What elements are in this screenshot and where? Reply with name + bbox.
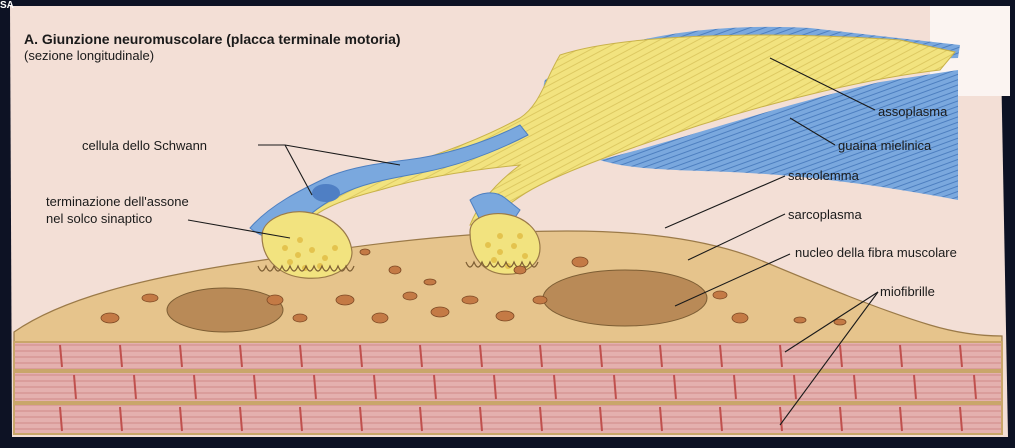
label-guaina-mielinica: guaina mielinica xyxy=(838,138,932,153)
label-sarcoplasma: sarcoplasma xyxy=(788,207,862,222)
myofibril-band xyxy=(14,404,1002,434)
label-cellula-schwann: cellula dello Schwann xyxy=(82,138,207,153)
label-terminazione-line2: nel solco sinaptico xyxy=(46,211,152,226)
label-assoplasma: assoplasma xyxy=(878,104,948,119)
muscle-nucleus-right xyxy=(543,270,707,326)
myofibrils xyxy=(14,342,1002,434)
label-terminazione-line1: terminazione dell'assone xyxy=(46,194,189,209)
corner-mark: SA xyxy=(0,0,26,12)
label-miofibrille: miofibrille xyxy=(880,284,935,299)
label-nucleo: nucleo della fibra muscolare xyxy=(795,245,957,260)
schwann-nucleus xyxy=(312,184,340,202)
label-sarcolemma: sarcolemma xyxy=(788,168,860,183)
muscle-nucleus-left xyxy=(167,288,283,332)
myofibril-band xyxy=(14,342,1002,370)
diagram-title: A. Giunzione neuromuscolare (placca term… xyxy=(24,31,401,47)
diagram-subtitle: (sezione longitudinale) xyxy=(24,48,154,63)
